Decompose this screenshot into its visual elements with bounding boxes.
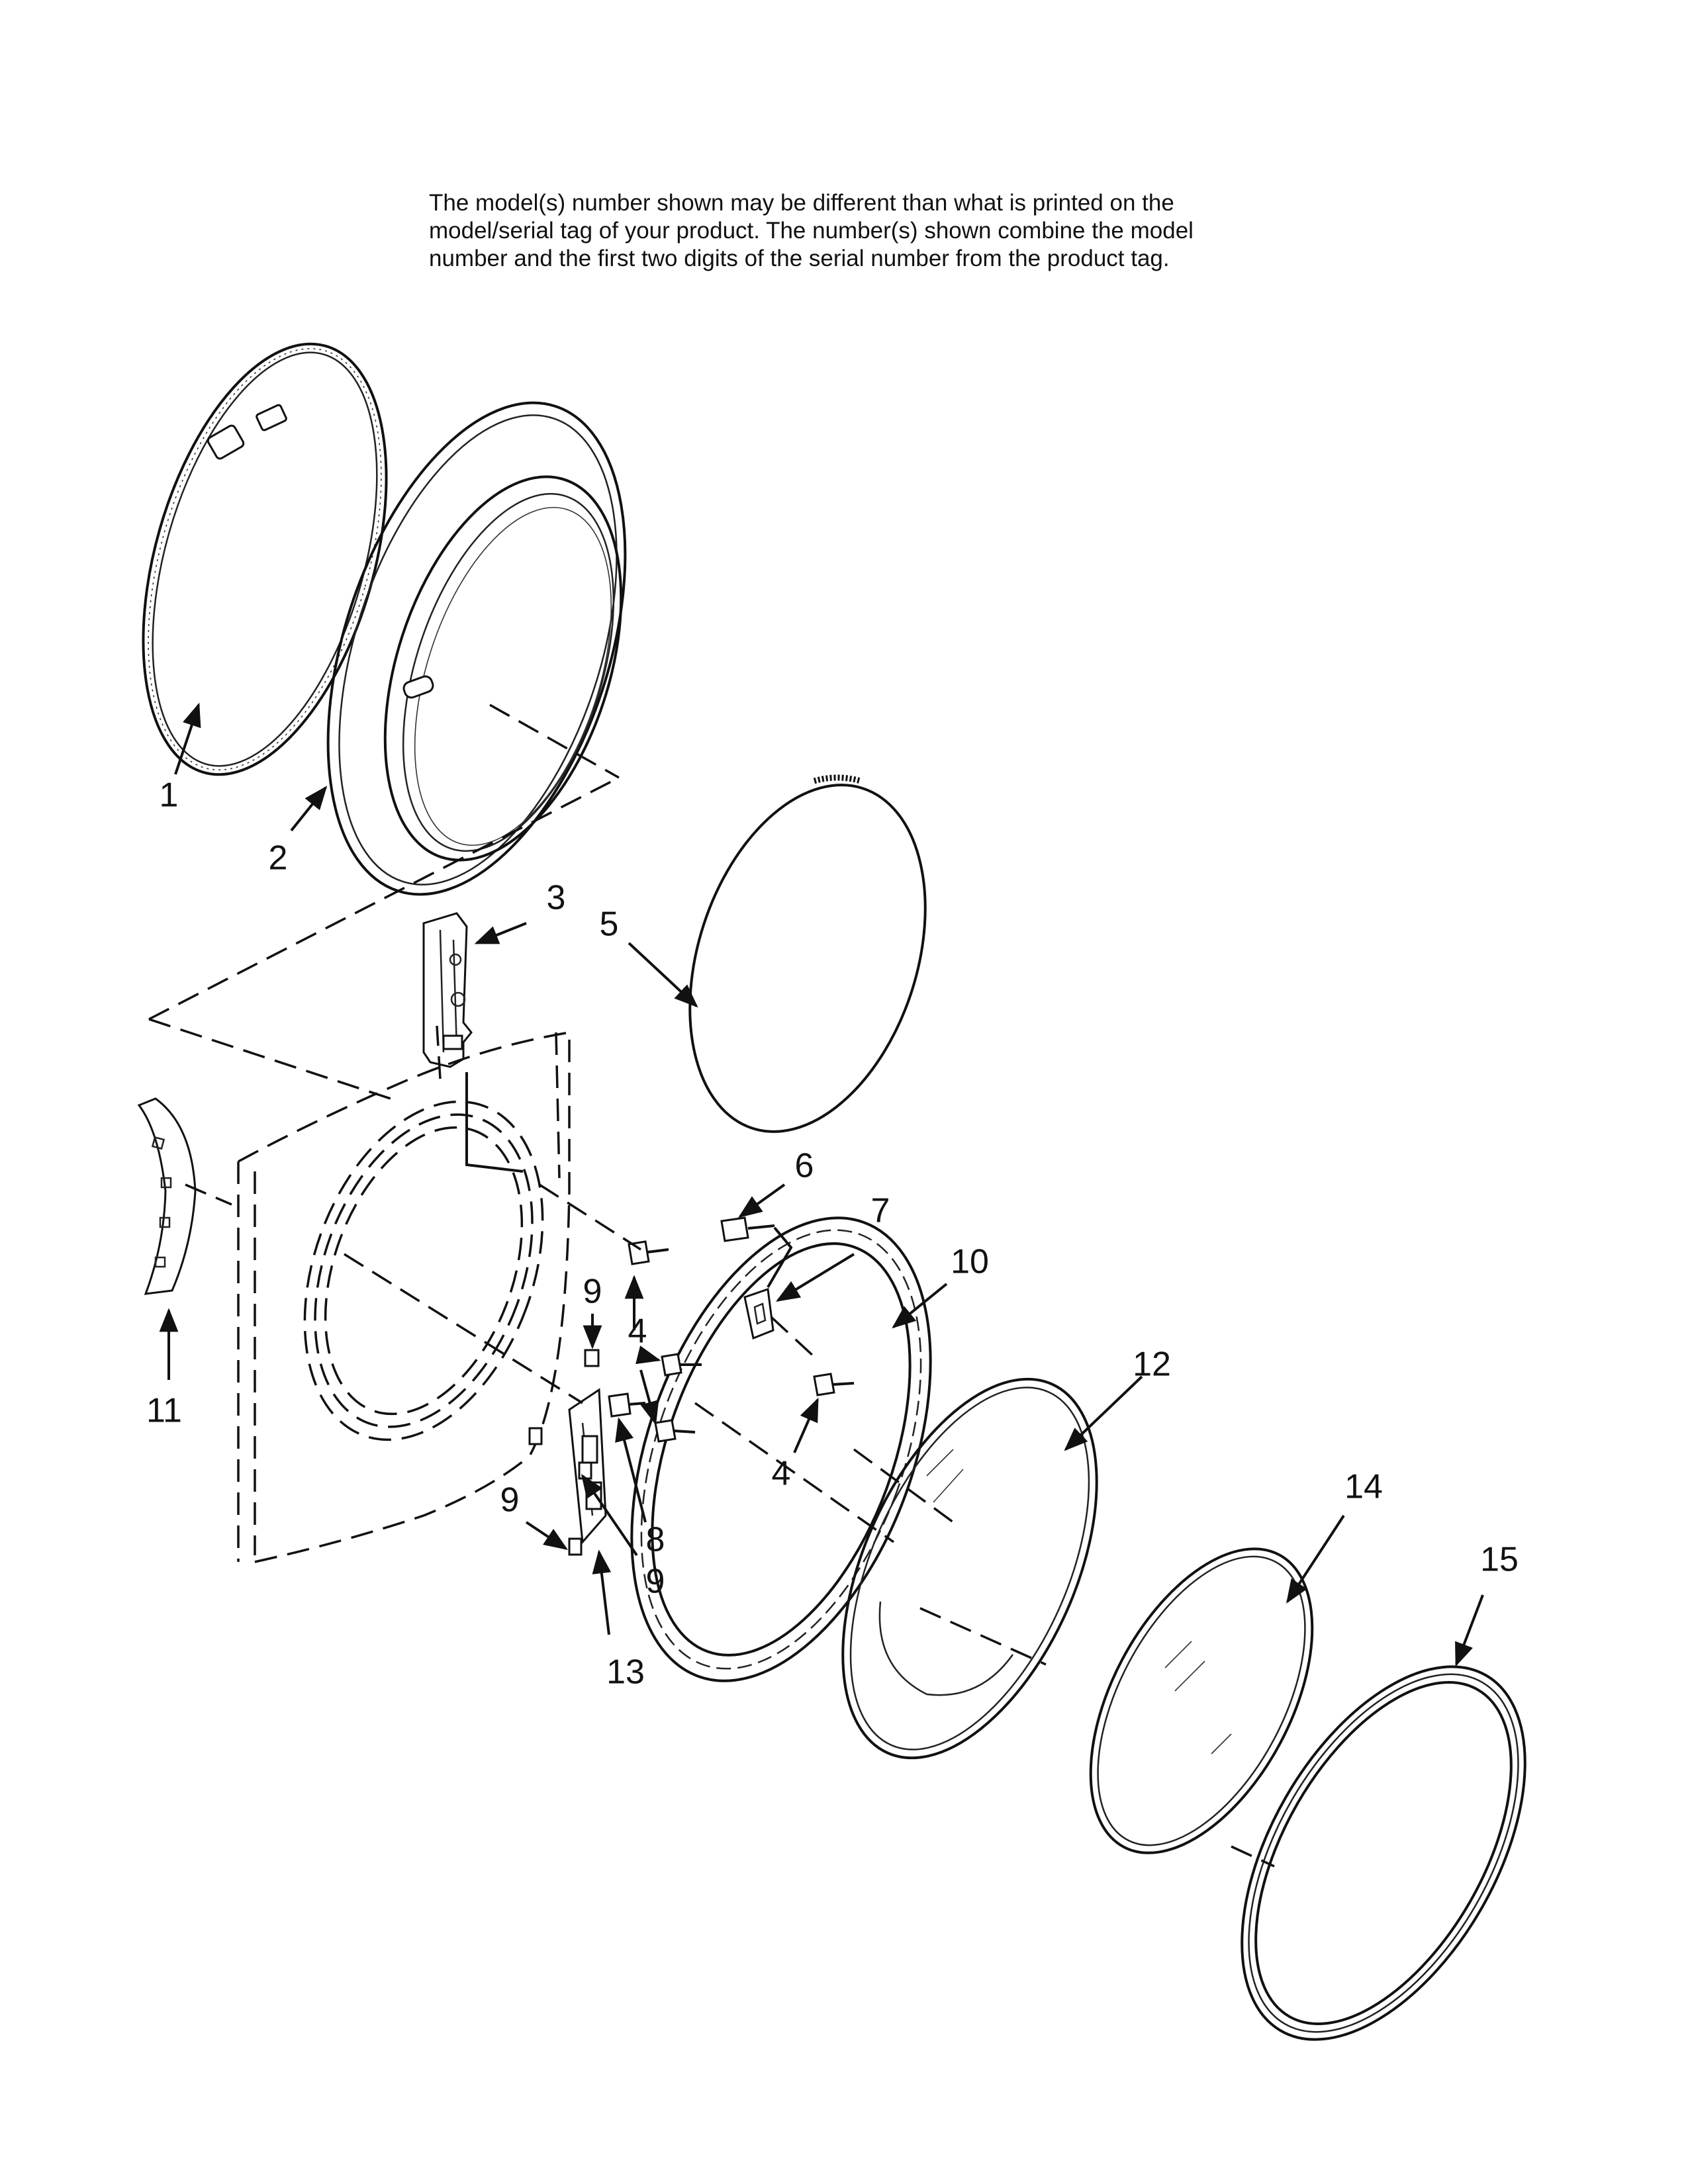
part-4-screw-b xyxy=(661,1353,702,1377)
part-1-tub-clamp xyxy=(142,342,388,776)
part-3-door-lock-assembly xyxy=(422,912,473,1068)
callout-4-left: 4 xyxy=(628,1312,647,1351)
part-6-screw xyxy=(720,1216,775,1242)
callout-4-right: 4 xyxy=(772,1455,791,1493)
part-15-outer-door-ring xyxy=(1241,1665,1526,2041)
disclaimer-line-2: model/serial tag of your product. The nu… xyxy=(429,218,1194,244)
callout-8: 8 xyxy=(646,1521,665,1559)
callout-9-top: 9 xyxy=(583,1273,602,1311)
callout-9-bottom: 9 xyxy=(646,1563,665,1601)
callout-7: 7 xyxy=(871,1192,890,1230)
callout-3: 3 xyxy=(547,879,566,917)
callout-14: 14 xyxy=(1344,1468,1383,1506)
callout-11: 11 xyxy=(146,1392,182,1430)
disclaimer-line-1: The model(s) number shown may be differe… xyxy=(429,190,1174,216)
callout-15: 15 xyxy=(1480,1541,1519,1579)
callout-leaders xyxy=(159,702,1484,1667)
part-11-hinge-bracket xyxy=(137,1097,197,1295)
callout-2: 2 xyxy=(269,839,288,878)
part-8-screw xyxy=(608,1392,646,1418)
callout-9-left: 9 xyxy=(500,1481,520,1520)
callout-labels: 1 2 3 5 6 7 10 9 4 4 11 12 9 8 9 13 14 1… xyxy=(146,776,1519,1692)
model-number-disclaimer: The model(s) number shown may be differe… xyxy=(429,189,1356,273)
callout-13: 13 xyxy=(606,1653,645,1692)
part-4-screw-a xyxy=(628,1240,669,1265)
part-7-door-strike xyxy=(743,1287,774,1340)
part-4-screw-c xyxy=(654,1419,696,1443)
part-2-door-bellow xyxy=(326,401,627,896)
callout-1: 1 xyxy=(160,776,179,815)
callout-10: 10 xyxy=(951,1243,989,1281)
assembly-guide-lines xyxy=(148,704,1275,1868)
part-12-door-glass xyxy=(841,1377,1098,1760)
disclaimer-line-3: number and the first two digits of the s… xyxy=(429,246,1170,271)
bellow-drain-port xyxy=(402,675,434,699)
wire-spring-section xyxy=(813,774,862,784)
part-5-door-gasket-wire xyxy=(688,774,927,1133)
callout-6: 6 xyxy=(795,1147,814,1185)
callout-5: 5 xyxy=(600,905,619,944)
clamp-screw-housing xyxy=(207,424,245,460)
part-4-screw-d xyxy=(813,1373,855,1396)
front-panel-outline xyxy=(237,1030,571,1563)
part-14-outer-door-glass xyxy=(1089,1547,1314,1854)
callout-12: 12 xyxy=(1133,1345,1171,1384)
